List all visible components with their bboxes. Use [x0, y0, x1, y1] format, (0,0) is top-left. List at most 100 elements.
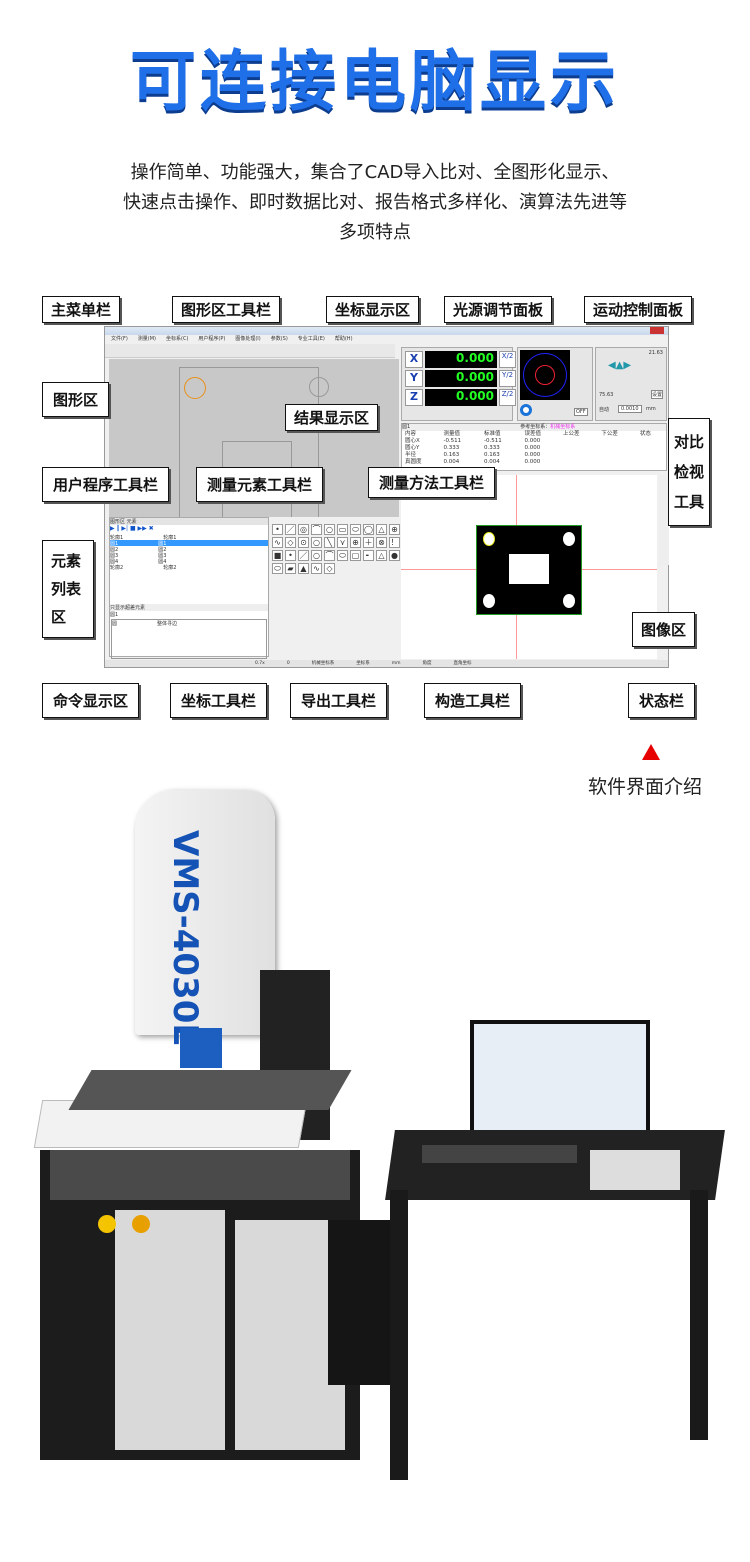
- tool-icon[interactable]: ▭: [337, 524, 348, 535]
- measure-toolbars[interactable]: •／◎⌒○▭⬭◯△⊕∿◇⊙○╲⋎⊕＋⊗！■•／○⌒⬭▢╸△●⬭▰▲∿◇: [271, 523, 401, 643]
- label-measure-element-toolbar: 测量元素工具栏: [196, 467, 324, 502]
- tool-icon[interactable]: ╸: [363, 550, 374, 561]
- tool-icon[interactable]: ⊕: [350, 537, 361, 548]
- element-name: 轮廓1: [110, 535, 124, 541]
- column-header: 误差值: [524, 431, 542, 437]
- tool-icon[interactable]: ▲: [298, 563, 309, 574]
- window-titlebar: [105, 327, 668, 335]
- element-label: 圆3: [158, 553, 167, 559]
- close-icon[interactable]: [650, 327, 664, 334]
- label-construct-toolbar: 构造工具栏: [424, 683, 522, 718]
- tool-icon[interactable]: ⌒: [324, 550, 335, 561]
- menu-item[interactable]: 参数(S): [270, 336, 288, 342]
- page-title: 可连接电脑显示: [130, 43, 620, 120]
- light-ring-display[interactable]: [520, 350, 570, 400]
- user-program-toolbar[interactable]: ▶ ‖ ▶| ■ ▶▶ ✖: [110, 525, 154, 532]
- arrow-pad-icon[interactable]: ◀▲▶: [608, 360, 632, 371]
- tool-icon[interactable]: △: [376, 524, 387, 535]
- step-input[interactable]: 0.0010: [618, 405, 642, 413]
- tool-icon[interactable]: ／: [298, 550, 309, 561]
- image-area[interactable]: [401, 475, 657, 659]
- out-of-tolerance-checkbox[interactable]: 只显示超差元素: [110, 604, 268, 611]
- table-cell: 0.163: [443, 452, 460, 458]
- menu-item[interactable]: 用户程序(P): [198, 336, 226, 342]
- tool-icon[interactable]: ╲: [324, 537, 335, 548]
- tool-icon[interactable]: △: [376, 550, 387, 561]
- tool-icon[interactable]: ／: [285, 524, 296, 535]
- zero-y-button[interactable]: Y/2: [499, 370, 516, 387]
- element-label: 圆4: [158, 559, 167, 565]
- table-cell: 0.000: [524, 438, 541, 444]
- zero-z-button[interactable]: Z/2: [499, 389, 516, 406]
- tool-icon[interactable]: ⬭: [350, 524, 361, 535]
- machine-photo: VMS-4030E: [30, 790, 730, 1530]
- compare-toolbar[interactable]: [659, 475, 669, 565]
- light-off-button[interactable]: OFF: [574, 408, 588, 416]
- tool-icon[interactable]: ◯: [363, 524, 374, 535]
- tool-icon[interactable]: ■: [272, 550, 283, 561]
- tool-icon[interactable]: ◎: [298, 524, 309, 535]
- element-label: 圆2: [158, 547, 167, 553]
- tool-icon[interactable]: ◇: [285, 537, 296, 548]
- circle-shape: [309, 377, 329, 397]
- element-name: 圆4: [110, 559, 119, 565]
- circle-shape: [184, 377, 206, 399]
- zero-x-button[interactable]: X/2: [499, 351, 516, 368]
- tool-icon[interactable]: ▢: [350, 550, 361, 561]
- tool-icon[interactable]: ∿: [311, 563, 322, 574]
- tool-icon[interactable]: ＋: [363, 537, 374, 548]
- tool-icon[interactable]: ○: [311, 550, 322, 561]
- tool-icon[interactable]: ⊗: [376, 537, 387, 548]
- status-field: 机械坐标系: [311, 661, 335, 666]
- table-cell: 0.004: [483, 459, 500, 465]
- tool-icon[interactable]: ●: [389, 550, 400, 561]
- tool-icon[interactable]: ！: [389, 537, 400, 548]
- label-motion-panel: 运动控制面板: [584, 296, 693, 323]
- menu-item[interactable]: 测量(M): [137, 336, 156, 342]
- menu-item[interactable]: 帮助(H): [334, 336, 353, 342]
- graphics-toolbar[interactable]: [105, 344, 395, 358]
- label-image-area: 图像区: [632, 612, 696, 647]
- label-user-program-toolbar: 用户程序工具栏: [42, 467, 170, 502]
- menu-item[interactable]: 专业工具(E): [297, 336, 325, 342]
- light-mode-icon[interactable]: [520, 404, 532, 416]
- tool-icon[interactable]: ○: [324, 524, 335, 535]
- tool-icon[interactable]: ⬭: [272, 563, 283, 574]
- label-status-bar: 状态栏: [628, 683, 696, 718]
- tool-icon[interactable]: •: [285, 550, 296, 561]
- label-graphics-toolbar: 图形区工具栏: [172, 296, 281, 323]
- table-cell: 0.000: [524, 452, 541, 458]
- tool-icon[interactable]: ◇: [324, 563, 335, 574]
- auto-checkbox[interactable]: 自动: [599, 407, 610, 413]
- tool-icon[interactable]: ⋎: [337, 537, 348, 548]
- tool-icon[interactable]: ▰: [285, 563, 296, 574]
- column-header: 上公差: [562, 431, 580, 437]
- tool-icon[interactable]: ○: [311, 537, 322, 548]
- list-item[interactable]: 圆4 圆4: [110, 558, 268, 565]
- menu-item[interactable]: 文件(F): [111, 336, 128, 342]
- tool-icon[interactable]: ∿: [272, 537, 283, 548]
- tool-icon[interactable]: ⌒: [311, 524, 322, 535]
- tool-icon[interactable]: ⬭: [337, 550, 348, 561]
- menu-item[interactable]: 坐标系(C): [166, 336, 189, 342]
- menu-item[interactable]: 图像处理(I): [235, 336, 261, 342]
- tool-icon[interactable]: ⊕: [389, 524, 400, 535]
- tab-graphics[interactable]: 图形区: [110, 519, 126, 525]
- set-button[interactable]: 设置: [650, 390, 663, 399]
- tab-elements[interactable]: 元素: [126, 519, 137, 525]
- tool-icon[interactable]: ⊙: [298, 537, 309, 548]
- tool-icon[interactable]: •: [272, 524, 283, 535]
- table-cell: 0.000: [524, 459, 541, 465]
